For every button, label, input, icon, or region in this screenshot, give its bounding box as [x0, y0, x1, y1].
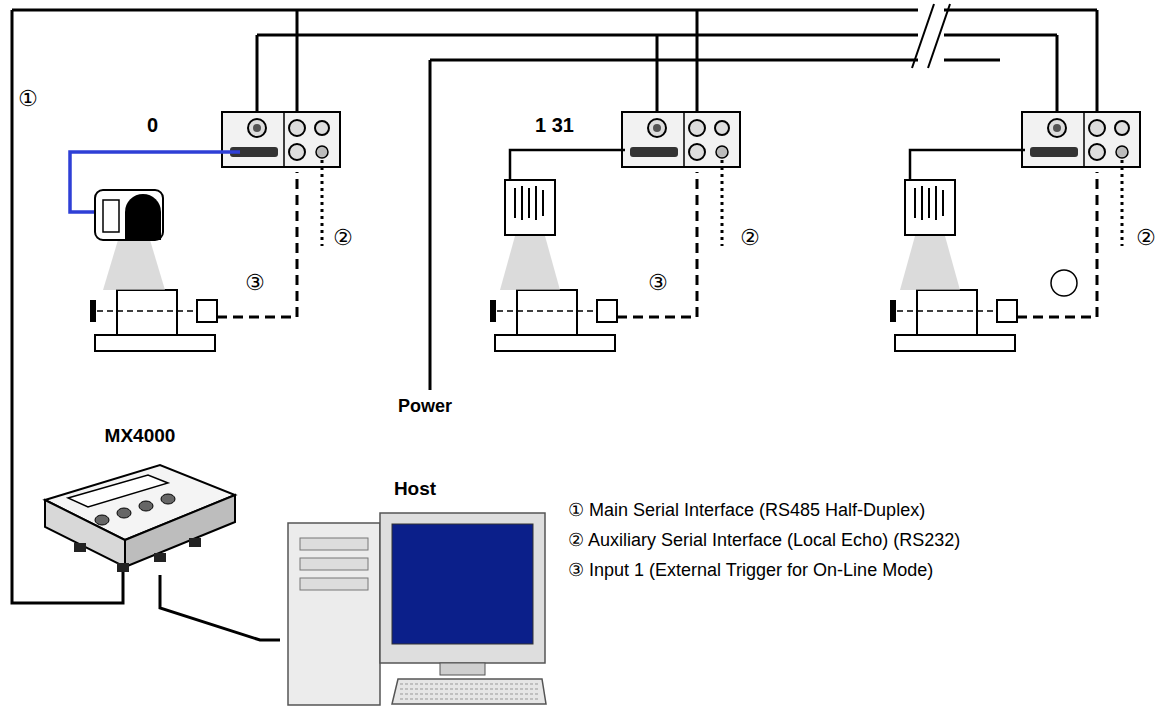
callout-number: ① [18, 86, 38, 111]
controller-illustration [40, 425, 240, 575]
callout-number: ③ [648, 270, 668, 295]
address-label: 1 31 [535, 114, 574, 137]
device-label: MX4000 [40, 425, 240, 447]
device-label: Host [280, 478, 550, 500]
host-computer: Host [280, 478, 550, 708]
legend-note: ② Auxiliary Serial Interface (Local Echo… [568, 530, 960, 551]
legend-note: ③ Input 1 (External Trigger for On-Line … [568, 560, 933, 581]
cable-connector [160, 575, 280, 640]
callout-number: ③ [245, 270, 265, 295]
callout-number: ② [333, 225, 353, 250]
computer-illustration [280, 478, 550, 708]
callout-number: ② [1136, 225, 1156, 250]
power-label: Power [398, 396, 452, 417]
legend-note: ① Main Serial Interface (RS485 Half-Dupl… [568, 500, 925, 521]
controller-unit: MX4000 [40, 425, 240, 575]
callout-number: ② [740, 225, 760, 250]
address-label: 0 [147, 114, 158, 137]
